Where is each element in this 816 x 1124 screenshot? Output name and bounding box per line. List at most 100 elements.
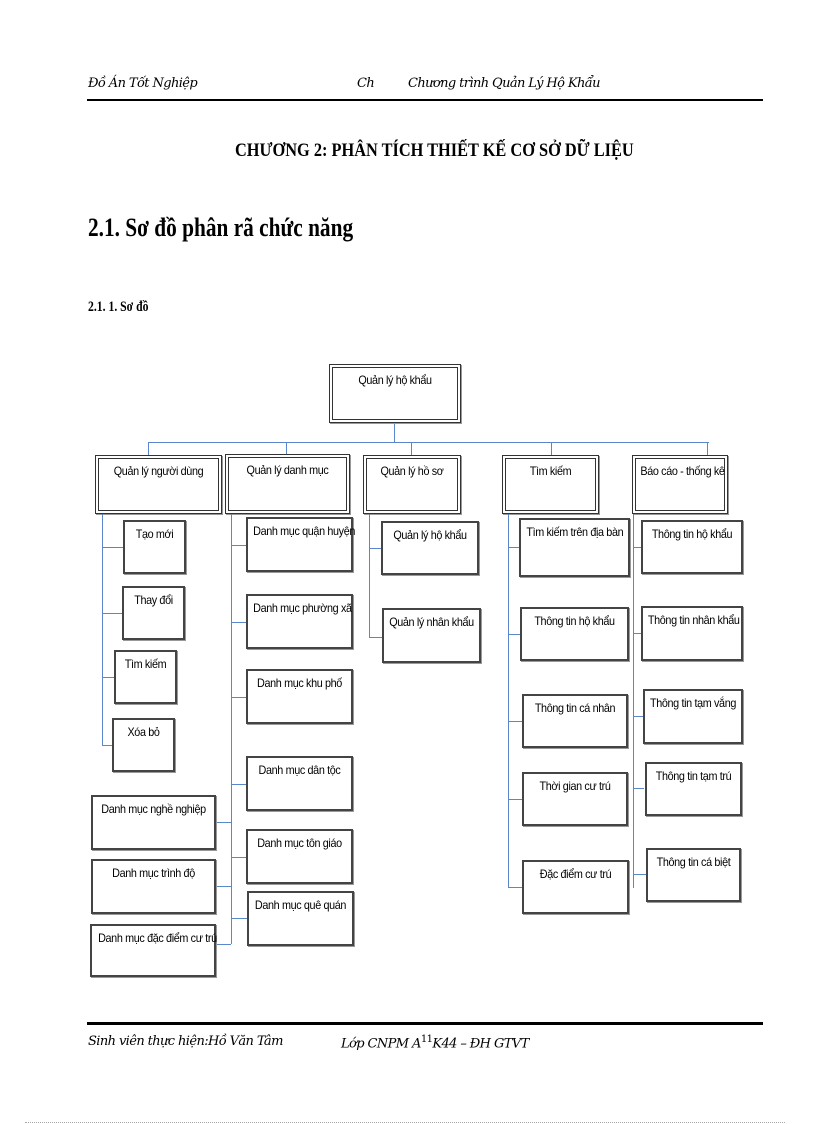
leaf-node: Danh mục phường xã <box>246 594 353 649</box>
tick <box>508 721 522 722</box>
tick <box>231 784 247 785</box>
leaf-label: Thông tin nhân khẩu <box>647 613 740 627</box>
branch-label: Báo cáo - thống kê <box>640 464 725 478</box>
connector-branch-1 <box>148 442 149 455</box>
leaf-label: Danh mục đặc điểm cư trú <box>98 931 217 945</box>
tick <box>633 633 642 634</box>
leaf-label: Thông tin tạm vắng <box>650 696 736 710</box>
leaf-node: Danh mục khu phố <box>246 669 353 724</box>
leaf-label: Thông tin hộ khẩu <box>534 614 615 628</box>
tick <box>633 874 646 875</box>
leaf-label: Quản lý nhân khẩu <box>389 615 474 629</box>
spine-branch-2 <box>231 514 232 944</box>
leaf-node: Danh mục đặc điểm cư trú <box>90 924 217 977</box>
tick <box>231 545 247 546</box>
branch-node-nguoi-dung: Quản lý người dùng <box>95 455 222 514</box>
tick <box>508 799 522 800</box>
section-title: 2.1. Sơ đồ phân rã chức năng <box>88 213 354 242</box>
tick <box>369 637 382 638</box>
tick <box>102 613 123 614</box>
leaf-node: Quản lý hộ khẩu <box>381 521 479 575</box>
leaf-label: Tìm kiếm <box>124 657 167 671</box>
tick <box>102 547 124 548</box>
branch-node-bao-cao: Báo cáo - thống kê <box>632 455 728 514</box>
tick <box>508 887 522 888</box>
leaf-node: Thay đổi <box>122 586 185 640</box>
leaf-node: Tìm kiếm <box>114 650 177 704</box>
branch-node-danh-muc: Quản lý danh mục <box>225 454 350 514</box>
footer-class-sup: 11 <box>420 1034 433 1045</box>
leaf-label: Danh mục dân tộc <box>258 763 341 777</box>
leaf-label: Danh mục quận huyện <box>253 524 355 538</box>
branch-node-ho-so: Quản lý hồ sơ <box>363 455 461 514</box>
leaf-label: Thông tin hộ khẩu <box>651 527 733 541</box>
footer-class-suffix: K44 – ĐH GTVT <box>432 1036 529 1052</box>
footer-class-prefix: Lớp CNPM A <box>341 1036 421 1052</box>
spine-branch-3 <box>369 514 370 638</box>
footer-class: Lớp CNPM A11K44 – ĐH GTVT <box>341 1034 529 1051</box>
root-node: Quản lý hộ khẩu <box>329 364 461 423</box>
leaf-node: Quản lý nhân khẩu <box>382 608 481 663</box>
root-node-label: Quản lý hộ khẩu <box>358 373 432 387</box>
leaf-label: Quản lý hộ khẩu <box>393 528 467 542</box>
leaf-node: Danh mục dân tộc <box>246 756 353 811</box>
tick <box>231 622 247 623</box>
tick <box>231 857 247 858</box>
tick <box>369 548 382 549</box>
tick <box>215 944 231 945</box>
branch-label: Quản lý danh mục <box>246 463 329 477</box>
tick <box>508 547 520 548</box>
leaf-node: Danh mục nghề nghiệp <box>91 795 216 850</box>
leaf-label: Tìm kiếm trên địa bàn <box>526 525 624 539</box>
tick <box>508 634 520 635</box>
leaf-node: Thông tin tạm trú <box>645 762 742 816</box>
header-middle-text: Ch <box>357 76 375 91</box>
tick <box>633 788 644 789</box>
branch-label: Quản lý người dùng <box>113 464 204 478</box>
leaf-label: Xóa bỏ <box>127 725 160 739</box>
tick <box>633 716 644 717</box>
leaf-label: Thông tin cá nhân <box>534 701 616 715</box>
leaf-label: Thông tin cá biệt <box>656 855 731 869</box>
tick <box>231 918 247 919</box>
connector-branch-2 <box>286 442 287 455</box>
tick <box>231 697 247 698</box>
leaf-label: Thay đổi <box>134 593 173 607</box>
leaf-label: Danh mục tôn giáo <box>257 836 342 850</box>
leaf-node: Thông tin cá biệt <box>646 848 741 902</box>
tick <box>633 547 642 548</box>
leaf-node: Thời gian cư trú <box>522 772 628 826</box>
branch-label: Tìm kiếm <box>529 464 572 478</box>
leaf-node: Thông tin nhân khẩu <box>641 606 743 661</box>
tick <box>102 745 113 746</box>
header-rule <box>87 99 763 101</box>
connector-root <box>394 422 395 442</box>
tick <box>215 822 231 823</box>
header-left-title: Đồ Án Tốt Nghiệp <box>88 76 198 91</box>
leaf-node: Thông tin cá nhân <box>522 694 628 748</box>
leaf-label: Danh mục trình độ <box>112 866 195 880</box>
leaf-label: Đặc điểm cư trú <box>539 867 612 881</box>
connector-branch-4 <box>551 442 552 455</box>
leaf-label: Danh mục quê quán <box>254 898 347 912</box>
subsection-title: 2.1. 1. Sơ đồ <box>88 299 149 315</box>
leaf-node: Tìm kiếm trên địa bàn <box>519 518 630 577</box>
connector-horizontal <box>148 442 709 443</box>
leaf-node: Danh mục trình độ <box>91 859 216 914</box>
chapter-title: CHƯƠNG 2: PHÂN TÍCH THIẾT KẾ CƠ SỞ DỮ LI… <box>235 140 634 161</box>
leaf-node: Xóa bỏ <box>112 718 175 772</box>
footer-student: Sinh viên thực hiện:Hồ Văn Tâm <box>88 1034 283 1049</box>
leaf-label: Danh mục nghề nghiệp <box>101 802 206 816</box>
tick <box>215 886 231 887</box>
leaf-node: Thông tin hộ khẩu <box>641 520 743 574</box>
spine-branch-1 <box>102 514 103 746</box>
leaf-node: Danh mục tôn giáo <box>246 829 353 884</box>
leaf-node: Đặc điểm cư trú <box>522 860 629 914</box>
leaf-node: Tạo mới <box>123 520 186 574</box>
footer-rule <box>87 1022 763 1025</box>
leaf-label: Danh mục khu phố <box>257 676 342 690</box>
branch-label: Quản lý hồ sơ <box>380 464 444 478</box>
connector-branch-5 <box>707 442 708 455</box>
spine-branch-5 <box>633 514 634 888</box>
leaf-node: Danh mục quận huyện <box>246 517 355 572</box>
